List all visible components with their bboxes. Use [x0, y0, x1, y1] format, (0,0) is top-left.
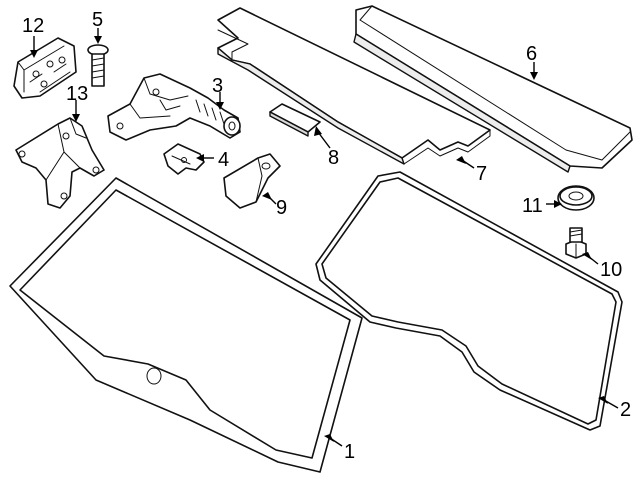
callout-10: 10 — [600, 259, 622, 281]
callout-6: 6 — [526, 43, 537, 65]
callout-labels: 12 5 13 3 4 9 8 7 6 11 10 2 1 — [22, 9, 631, 463]
part-2-seal — [315, 171, 623, 431]
callout-8: 8 — [328, 147, 339, 169]
part-10-bump-stop — [565, 227, 587, 259]
callout-3: 3 — [212, 75, 223, 97]
part-5-bolt — [87, 44, 109, 87]
callout-13: 13 — [66, 83, 88, 105]
callout-9: 9 — [276, 197, 287, 219]
leader-lines — [30, 28, 619, 447]
part-3-latch-assembly — [107, 73, 241, 141]
part-8-pad — [269, 103, 321, 137]
callout-12: 12 — [22, 15, 44, 37]
part-13-bracket — [15, 117, 105, 209]
callout-2: 2 — [620, 399, 631, 421]
callout-4: 4 — [218, 149, 229, 171]
part-1-glass — [9, 177, 363, 473]
part-7-panel — [217, 7, 491, 165]
callout-11: 11 — [522, 195, 543, 217]
part-4-clip — [163, 143, 205, 175]
part-11-grommet — [557, 185, 595, 211]
part-12-latch-module — [13, 37, 77, 99]
callout-1: 1 — [344, 441, 355, 463]
callout-7: 7 — [476, 163, 487, 185]
part-6-trim-panel — [353, 5, 633, 173]
callout-5: 5 — [92, 9, 103, 31]
part-9-bracket — [223, 153, 281, 209]
